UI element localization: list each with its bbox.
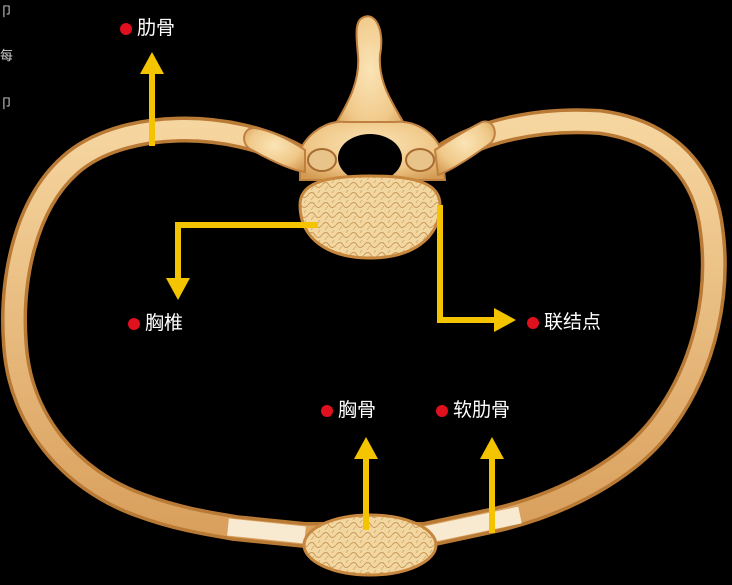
label-vertebra: 胸椎 [128,314,183,333]
vertebra-arrowhead [166,278,190,300]
label-vertebra-text: 胸椎 [145,314,183,333]
sternum-arrowhead [354,437,378,459]
edge-glyph-3: 卩 [0,98,13,111]
vertebra-arrow [178,225,318,285]
red-dot-icon [120,23,132,35]
label-rib: 肋骨 [120,19,175,38]
transverse-process-left [244,128,305,172]
edge-glyph-1: 卩 [0,6,13,19]
red-dot-icon [128,318,140,330]
rib-head-right [406,149,434,171]
red-dot-icon [321,405,333,417]
red-dot-icon [436,405,448,417]
label-rib-text: 肋骨 [137,19,175,38]
red-dot-icon [527,317,539,329]
costal-cartilage-right [425,515,520,535]
edge-glyph-2: 每 [0,50,13,63]
rib-head-left [308,149,336,171]
joint-arrow [440,205,498,320]
label-sternum: 胸骨 [321,401,376,420]
cartilage-arrowhead [480,437,504,459]
label-joint: 联结点 [527,313,601,332]
arrowheads [140,52,516,459]
label-cartilage-text: 软肋骨 [453,401,510,420]
label-joint-text: 联结点 [544,313,601,332]
joint-arrowhead [494,308,516,332]
label-cartilage: 软肋骨 [436,401,510,420]
rib-arrowhead [140,52,164,74]
costal-cartilage-left [228,527,305,535]
vertebral-body [300,176,440,258]
label-sternum-text: 胸骨 [338,401,376,420]
sternum-bone [304,515,436,575]
